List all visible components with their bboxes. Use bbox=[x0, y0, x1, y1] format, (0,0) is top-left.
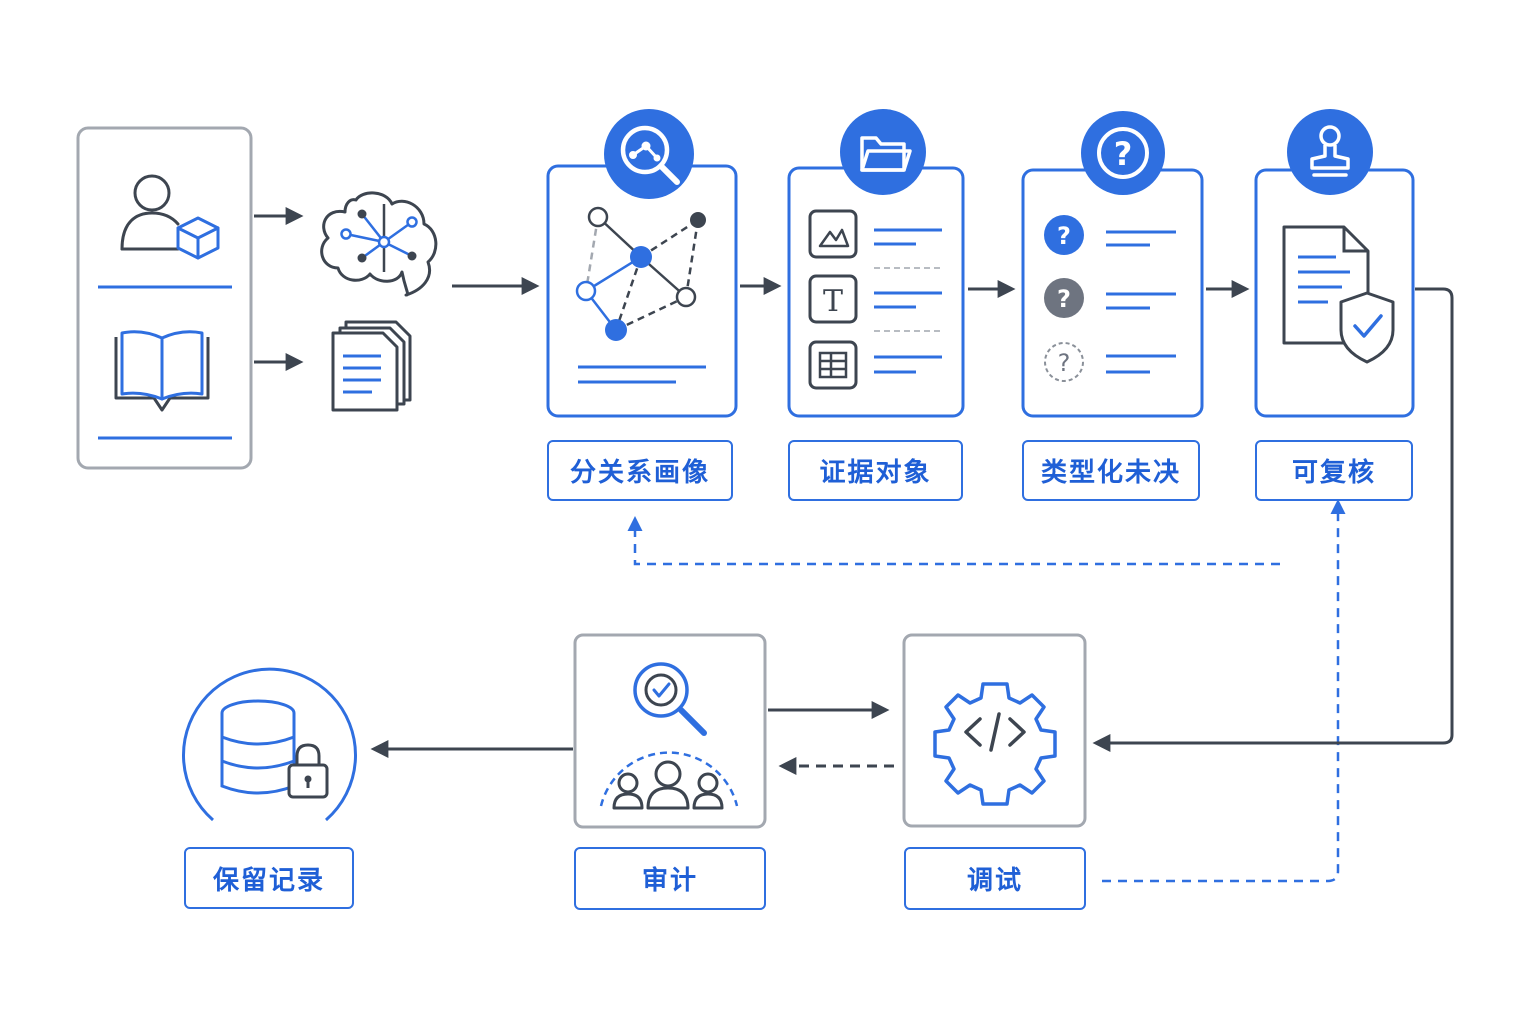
magnifier-graph-icon bbox=[604, 109, 694, 199]
svg-text:?: ? bbox=[1114, 135, 1133, 173]
debug-card bbox=[902, 633, 1087, 828]
evidence-object-card: T bbox=[787, 166, 965, 418]
brain-network-icon bbox=[320, 191, 438, 297]
label-evidence-object: 证据对象 bbox=[788, 440, 963, 501]
relation-profile-card bbox=[546, 164, 738, 418]
reviewable-card bbox=[1254, 168, 1415, 418]
svg-text:?: ? bbox=[1057, 285, 1071, 313]
label-audit: 审计 bbox=[574, 847, 766, 910]
user-with-cube-icon bbox=[120, 174, 220, 260]
open-book-icon bbox=[114, 330, 210, 412]
document-stack-icon bbox=[331, 320, 412, 412]
magnifier-check-people-icon bbox=[599, 662, 739, 810]
label-retain-record: 保留记录 bbox=[184, 847, 354, 909]
image-icon bbox=[808, 209, 858, 259]
folder-icon bbox=[840, 109, 926, 195]
label-typed-unresolved: 类型化未决 bbox=[1022, 440, 1200, 501]
code-gear-icon bbox=[933, 682, 1057, 806]
svg-text:T: T bbox=[823, 284, 843, 319]
table-icon bbox=[808, 340, 858, 390]
database-lock-icon bbox=[182, 667, 357, 822]
label-relation-profile: 分关系画像 bbox=[547, 440, 733, 501]
label-reviewable: 可复核 bbox=[1255, 440, 1413, 501]
svg-text:?: ? bbox=[1058, 349, 1071, 377]
label-debug: 调试 bbox=[904, 847, 1086, 910]
question-mark-icon: ? bbox=[1081, 111, 1165, 195]
stamp-icon bbox=[1287, 109, 1373, 195]
svg-text:?: ? bbox=[1057, 222, 1071, 250]
audit-card bbox=[573, 633, 767, 829]
typed-unresolved-card: ? ? ? bbox=[1021, 168, 1204, 418]
input-panel bbox=[76, 126, 253, 470]
text-icon: T bbox=[808, 274, 858, 324]
